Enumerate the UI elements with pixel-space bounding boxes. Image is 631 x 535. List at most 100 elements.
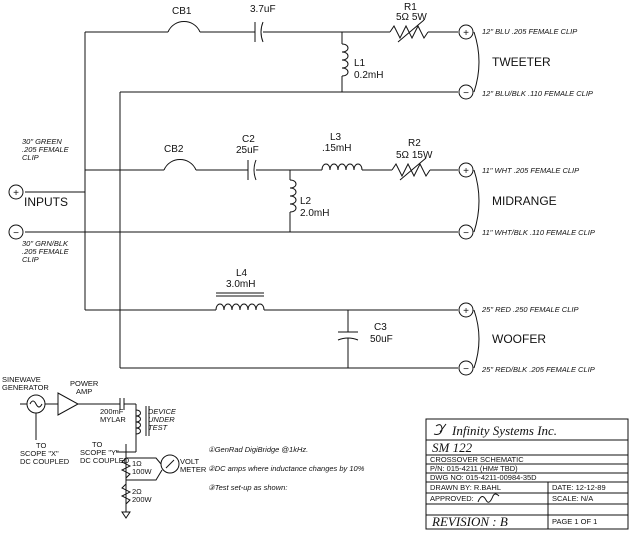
tweeter-label: TWEETER [492, 55, 551, 69]
midrange-negative-terminal [458, 224, 474, 240]
title-block: Infinity Systems Inc. SM 122 CROSSOVER S… [425, 418, 629, 530]
midrange-minus-sign: − [463, 228, 469, 239]
midrange-bracket [473, 169, 480, 233]
r1-name: R1 [404, 2, 417, 13]
tweeter-branch: CB1 3.7uF R1 5Ω 5W L1 0.2mH + − TWEETER … [85, 2, 593, 100]
dut-label-2: UNDER [148, 415, 175, 424]
revision: REVISION : B [431, 514, 508, 529]
input-neg-clip-line1: 30" GRN/BLK [22, 239, 69, 248]
tweeter-negative-terminal [458, 84, 474, 100]
infinity-logo-icon [433, 423, 447, 435]
midrange-positive-terminal [458, 162, 474, 178]
power-amp-triangle [57, 392, 80, 416]
woofer-plus-sign: + [463, 306, 469, 317]
input-pos-clip-line3: CLIP [22, 153, 39, 162]
approved: APPROVED: [430, 494, 474, 503]
date: DATE: 12-12-89 [552, 483, 606, 492]
r-2ohm-watts: 200W [132, 495, 153, 504]
approval-signature [477, 493, 500, 503]
company-name: Infinity Systems Inc. [451, 423, 557, 438]
tweeter-bracket [473, 31, 480, 93]
resistor-r2-arrow [399, 157, 427, 181]
l4-value: 3.0mH [226, 279, 255, 290]
l2-value: 2.0mH [300, 208, 329, 219]
page-number: PAGE 1 OF 1 [552, 517, 597, 526]
input-neg-clip-line2: .205 FEMALE [22, 247, 70, 256]
r-1ohm-watts: 100W [132, 467, 153, 476]
woofer-bracket [473, 309, 480, 369]
drawn-by: DRAWN BY: R.BAHL [430, 483, 501, 492]
scope-y-label-1: TO [92, 440, 102, 449]
c2-name: C2 [242, 134, 255, 145]
test-cap-label-1: 200mF [100, 407, 124, 416]
device-under-test-coil [135, 409, 141, 435]
woofer-pos-clip: 25" RED .250 FEMALE CLIP [481, 305, 578, 314]
resistor-1ohm [120, 457, 132, 479]
scope-x-label-2: SCOPE "X" [20, 449, 59, 458]
cb1-label: CB1 [172, 6, 192, 17]
scale: SCALE: N/A [552, 494, 593, 503]
part-number: P/N: 015-4211 (HM# TBD) [430, 464, 518, 473]
resistor-r2 [391, 162, 431, 178]
resistor-r1-arrow [397, 19, 425, 43]
r2-name: R2 [408, 138, 421, 149]
l3-name: L3 [330, 132, 342, 143]
sinewave-label-2: GENERATOR [2, 383, 49, 392]
scope-x-label-1: TO [36, 441, 46, 450]
tweeter-positive-terminal [458, 24, 474, 40]
midrange-neg-clip: 11" WHT/BLK .110 FEMALE CLIP [482, 228, 595, 237]
cb2-label: CB2 [164, 144, 184, 155]
inductor-l1 [341, 43, 349, 77]
inductor-l4 [215, 303, 265, 311]
inductor-l2 [289, 179, 297, 213]
scope-y-label-2: SCOPE "Y" [80, 448, 119, 457]
midrange-label: MIDRANGE [492, 194, 557, 208]
dut-label-3: TEST [148, 423, 169, 432]
ground-arrow [121, 511, 131, 519]
c2-value: 25uF [236, 145, 259, 156]
inputs-label: INPUTS [24, 195, 68, 209]
input-pos-clip-line1: 30" GREEN [22, 137, 62, 146]
woofer-negative-terminal [458, 360, 474, 376]
input-positive-terminal [8, 184, 24, 200]
c3-name: C3 [374, 322, 387, 333]
resistor-2ohm [120, 483, 132, 505]
test-setup-diagram: SINEWAVE GENERATOR POWER AMP 200mF MYLAR… [2, 375, 207, 519]
power-amp-label-2: AMP [76, 387, 92, 396]
sinewave-label-1: SINEWAVE [2, 375, 41, 384]
scope-y-label-3: DC COUPLED [80, 456, 130, 465]
dut-label-1: DEVICE [148, 407, 177, 416]
r-1ohm-label: 1Ω [132, 459, 142, 468]
l4-name: L4 [236, 268, 248, 279]
woofer-neg-clip: 25" RED/BLK .205 FEMALE CLIP [481, 365, 595, 374]
midrange-pos-clip: 11" WHT .205 FEMALE CLIP [482, 166, 579, 175]
title-block-frame [425, 418, 629, 530]
input-negative-terminal [8, 224, 24, 240]
woofer-positive-terminal [458, 302, 474, 318]
input-pos-clip-line2: .205 FEMALE [22, 145, 70, 154]
tweeter-pos-clip: 12" BLU .205 FEMALE CLIP [482, 27, 577, 36]
sine-wave-icon [29, 400, 43, 408]
input-section: + − INPUTS 30" GREEN .205 FEMALE CLIP 30… [8, 32, 120, 310]
capacitor-c2-plate-b [253, 159, 257, 181]
notes: ①GenRad DigiBridge @1kHz. ②DC amps where… [208, 445, 365, 492]
test-cap-label-2: MYLAR [100, 415, 126, 424]
woofer-branch: L4 3.0mH C3 50uF + − WOOFER 25" RED .250… [85, 268, 595, 376]
drawing-number: DWG NO: 015-4211-00984-35D [430, 473, 537, 482]
input-positive-sign: + [13, 188, 19, 199]
model-name: SM 122 [432, 440, 473, 455]
drawing-title: CROSSOVER SCHEMATIC [430, 455, 524, 464]
tweeter-minus-sign: − [463, 88, 469, 99]
power-amp-label-1: POWER [70, 379, 99, 388]
c3-value: 50uF [370, 334, 393, 345]
r1-value: 5Ω 5W [396, 12, 427, 23]
midrange-plus-sign: + [463, 166, 469, 177]
l1-value: 0.2mH [354, 70, 383, 81]
note-3: ③Test set-up as shown: [208, 483, 287, 492]
volt-meter-label-2: METER [180, 465, 207, 474]
l2-name: L2 [300, 196, 312, 207]
input-negative-sign: − [13, 228, 19, 239]
note-1: ①GenRad DigiBridge @1kHz. [208, 445, 308, 454]
l3-value: .15mH [322, 143, 351, 154]
